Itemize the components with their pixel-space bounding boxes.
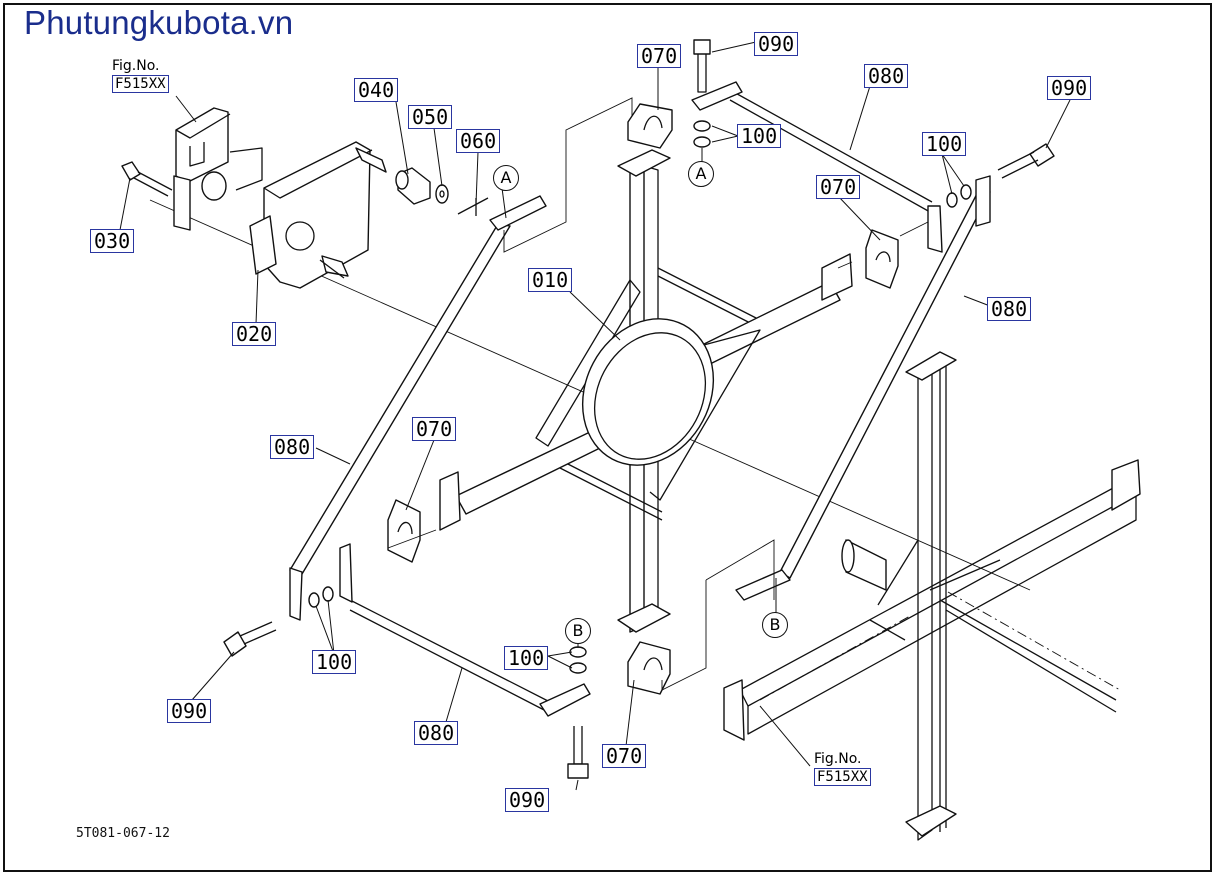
part-label-100-left[interactable]: 100: [312, 650, 357, 674]
part-label-080-bottom[interactable]: 080: [414, 721, 459, 745]
washers-100-top-center: [693, 120, 711, 148]
pin-060: [457, 197, 489, 216]
part-label-070-top[interactable]: 070: [637, 44, 682, 68]
fig-label: Fig.No.: [112, 58, 160, 74]
alignment-guides: [387, 97, 929, 691]
part-label-070-bottom[interactable]: 070: [602, 744, 647, 768]
bolt-090-top-center: [693, 39, 711, 93]
clamp-070-bottom: [627, 641, 671, 695]
part-label-040[interactable]: 040: [354, 78, 399, 102]
part-label-090-bottom[interactable]: 090: [505, 788, 550, 812]
fig-ref-top-left[interactable]: Fig.No. F515XX: [112, 57, 169, 93]
tractor-frame-reference: [723, 351, 1141, 841]
part-label-050[interactable]: 050: [408, 105, 453, 129]
part-label-100-top-center[interactable]: 100: [737, 124, 782, 148]
clamp-070-left: [387, 499, 421, 563]
part-label-030[interactable]: 030: [90, 229, 135, 253]
part-label-100-bottom[interactable]: 100: [504, 646, 549, 670]
washer-050: [435, 184, 449, 204]
bolt-090-bottom: [567, 726, 589, 779]
ref-mark-a-upper-left: A: [493, 165, 519, 191]
watermark-brand: Phutungkubota.vn: [24, 4, 294, 41]
fig-label: Fig.No.: [814, 751, 862, 767]
bracket-020-assembly: [249, 141, 387, 289]
part-label-090-top-right[interactable]: 090: [1047, 76, 1092, 100]
bolt-090-left: [223, 621, 277, 657]
bolt-090-top-right: [997, 143, 1055, 179]
part-label-020[interactable]: 020: [232, 322, 277, 346]
part-label-070-left[interactable]: 070: [412, 417, 457, 441]
part-label-080-right[interactable]: 080: [987, 297, 1032, 321]
drawing-code: 5T081-067-12: [76, 826, 170, 841]
part-label-010[interactable]: 010: [528, 268, 573, 292]
washers-100-bottom: [569, 646, 587, 674]
main-cross-frame: [439, 149, 853, 633]
part-label-090-left[interactable]: 090: [167, 699, 212, 723]
bar-080-bottom-plate: [339, 543, 591, 717]
bar-080-top-plate: [691, 81, 943, 253]
ref-mark-b-bottom-center: B: [565, 618, 591, 644]
part-label-080-left[interactable]: 080: [270, 435, 315, 459]
part-label-090-top-center[interactable]: 090: [754, 32, 799, 56]
part-label-060[interactable]: 060: [456, 129, 501, 153]
part-label-100-top-right[interactable]: 100: [922, 132, 967, 156]
leader-lines: [119, 41, 1071, 791]
washers-100-left: [308, 586, 334, 608]
clamp-070-right: [865, 229, 899, 289]
ref-mark-a-upper-center: A: [688, 161, 714, 187]
bracket-fig-ref-upper: [173, 107, 263, 231]
bar-080-left-diagonal: [289, 195, 547, 621]
clamp-070-top: [627, 103, 673, 149]
bar-080-right-diagonal: [735, 175, 991, 601]
part-label-070-right[interactable]: 070: [816, 175, 861, 199]
bolt-030: [121, 161, 173, 197]
collar-040: [395, 167, 431, 205]
fig-code: F515XX: [814, 768, 871, 786]
fig-code: F515XX: [112, 75, 169, 93]
part-label-080-top[interactable]: 080: [864, 64, 909, 88]
fig-ref-bottom-right[interactable]: Fig.No. F515XX: [814, 750, 871, 786]
ref-mark-b-bottom-right: B: [762, 612, 788, 638]
